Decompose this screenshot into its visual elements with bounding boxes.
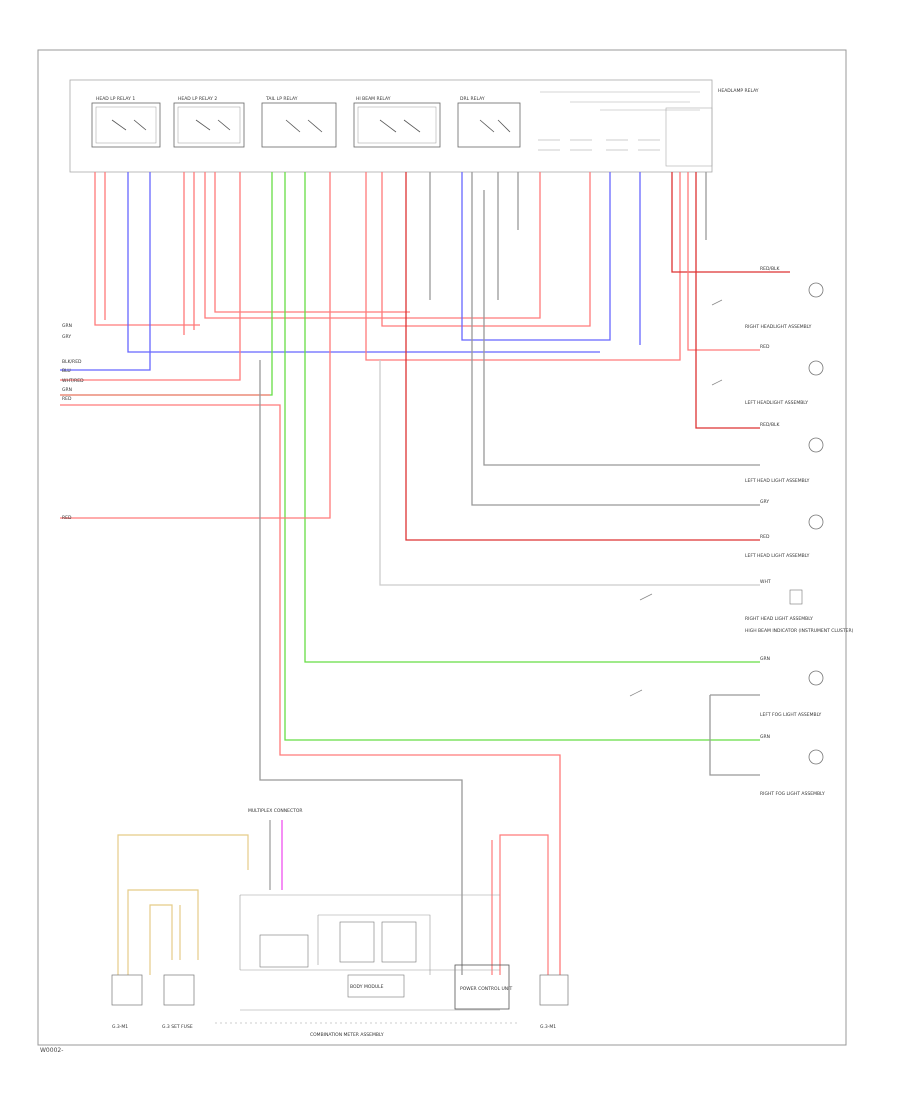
power-control-unit xyxy=(454,964,510,1010)
relay-label-3: TAIL LP RELAY xyxy=(265,96,298,102)
lamp-6: WHT HIGH BEAM INDICATOR (INSTRUMENT CLUS… xyxy=(745,579,854,634)
left-label-5: WHT/RED xyxy=(62,378,84,384)
relay-5 xyxy=(457,102,521,148)
lamps: RED/BLK RIGHT HEADLIGHT ASSEMBLY RED LEF… xyxy=(629,266,854,797)
bottom-section: G.3-M1 G.3 SET FUSE G.3-M1 COMBINATION M… xyxy=(111,808,569,1038)
lamp-4-wire: GRY xyxy=(760,499,769,505)
relay-1 xyxy=(91,102,161,148)
switch-assembly-label: COMBINATION METER ASSEMBLY xyxy=(310,1032,384,1038)
page-reference: W0002- xyxy=(40,1047,63,1054)
lamp-8: GRN RIGHT FOG LIGHT ASSEMBLY xyxy=(760,734,825,797)
control-unit-label: POWER CONTROL UNIT xyxy=(460,986,512,992)
lamp-4: GRY LEFT HEAD LIGHT ASSEMBLY xyxy=(745,499,824,559)
lamp-5-name: RIGHT HEAD LIGHT ASSEMBLY xyxy=(745,616,813,622)
left-label-4: BLU xyxy=(62,368,71,374)
lamp-5: RED RIGHT HEAD LIGHT ASSEMBLY xyxy=(745,534,813,622)
lamp-3-name: LEFT HEAD LIGHT ASSEMBLY xyxy=(745,478,810,484)
lamp-4-name: LEFT HEAD LIGHT ASSEMBLY xyxy=(745,553,810,559)
relay-module: HEAD LP RELAY 1 HEAD LP RELAY 2 TAIL LP … xyxy=(69,79,759,173)
left-label-2: GRY xyxy=(62,334,71,340)
body-module-label: BODY MODULE xyxy=(350,984,384,990)
connector-right xyxy=(539,974,569,1006)
lamp-2-wire: RED xyxy=(760,344,770,350)
connector-left-label: G.3-M1 xyxy=(112,1024,128,1030)
wires xyxy=(60,172,790,975)
relay-label-4: HI BEAM RELAY xyxy=(356,96,391,102)
left-label-1: GRN xyxy=(62,323,72,329)
multiplex-label: MULTIPLEX CONNECTOR xyxy=(248,808,303,814)
module-title: HEADLAMP RELAY xyxy=(718,88,759,94)
lamp-5-wire: RED xyxy=(760,534,770,540)
lamp-2-name: LEFT HEADLIGHT ASSEMBLY xyxy=(745,400,808,406)
lamp-8-name: RIGHT FOG LIGHT ASSEMBLY xyxy=(760,791,825,797)
relay-4 xyxy=(353,102,441,148)
relay-label-1: HEAD LP RELAY 1 xyxy=(96,96,135,102)
connector-left xyxy=(111,974,143,1006)
lamp-7-name: LEFT FOG LIGHT ASSEMBLY xyxy=(760,712,821,718)
left-label-8: RED xyxy=(62,515,72,521)
lamp-3: RED/BLK LEFT HEAD LIGHT ASSEMBLY xyxy=(745,422,824,484)
left-label-3: BLK/RED xyxy=(62,359,82,365)
connector-left-fuse-label: G.3 SET FUSE xyxy=(162,1024,193,1030)
lamp-1: RED/BLK RIGHT HEADLIGHT ASSEMBLY xyxy=(745,266,824,330)
page-frame xyxy=(37,49,847,1046)
left-wire-labels: GRN GRY BLK/RED BLU WHT/RED GRN RED RED xyxy=(62,323,84,521)
relay-label-2: HEAD LP RELAY 2 xyxy=(178,96,217,102)
lamp-1-name: RIGHT HEADLIGHT ASSEMBLY xyxy=(745,324,812,330)
lamp-7: GRN LEFT FOG LIGHT ASSEMBLY xyxy=(760,656,824,718)
lamp-1-wire: RED/BLK xyxy=(760,266,781,272)
left-label-6: GRN xyxy=(62,387,72,393)
lamp-3-wire: RED/BLK xyxy=(760,422,781,428)
lamp-2: RED LEFT HEADLIGHT ASSEMBLY xyxy=(745,344,824,406)
lamp-7-wire: GRN xyxy=(760,656,770,662)
relay-2 xyxy=(173,102,245,148)
connector-right-label: G.3-M1 xyxy=(540,1024,556,1030)
relay-label-5: DRL RELAY xyxy=(460,96,485,102)
left-label-7: RED xyxy=(62,396,72,402)
lamp-8-wire: GRN xyxy=(760,734,770,740)
connector-left-fuse xyxy=(163,974,195,1006)
lamp-6-wire: WHT xyxy=(760,579,771,585)
lamp-6-name: HIGH BEAM INDICATOR (INSTRUMENT CLUSTER) xyxy=(745,628,854,634)
relay-3 xyxy=(261,102,337,148)
